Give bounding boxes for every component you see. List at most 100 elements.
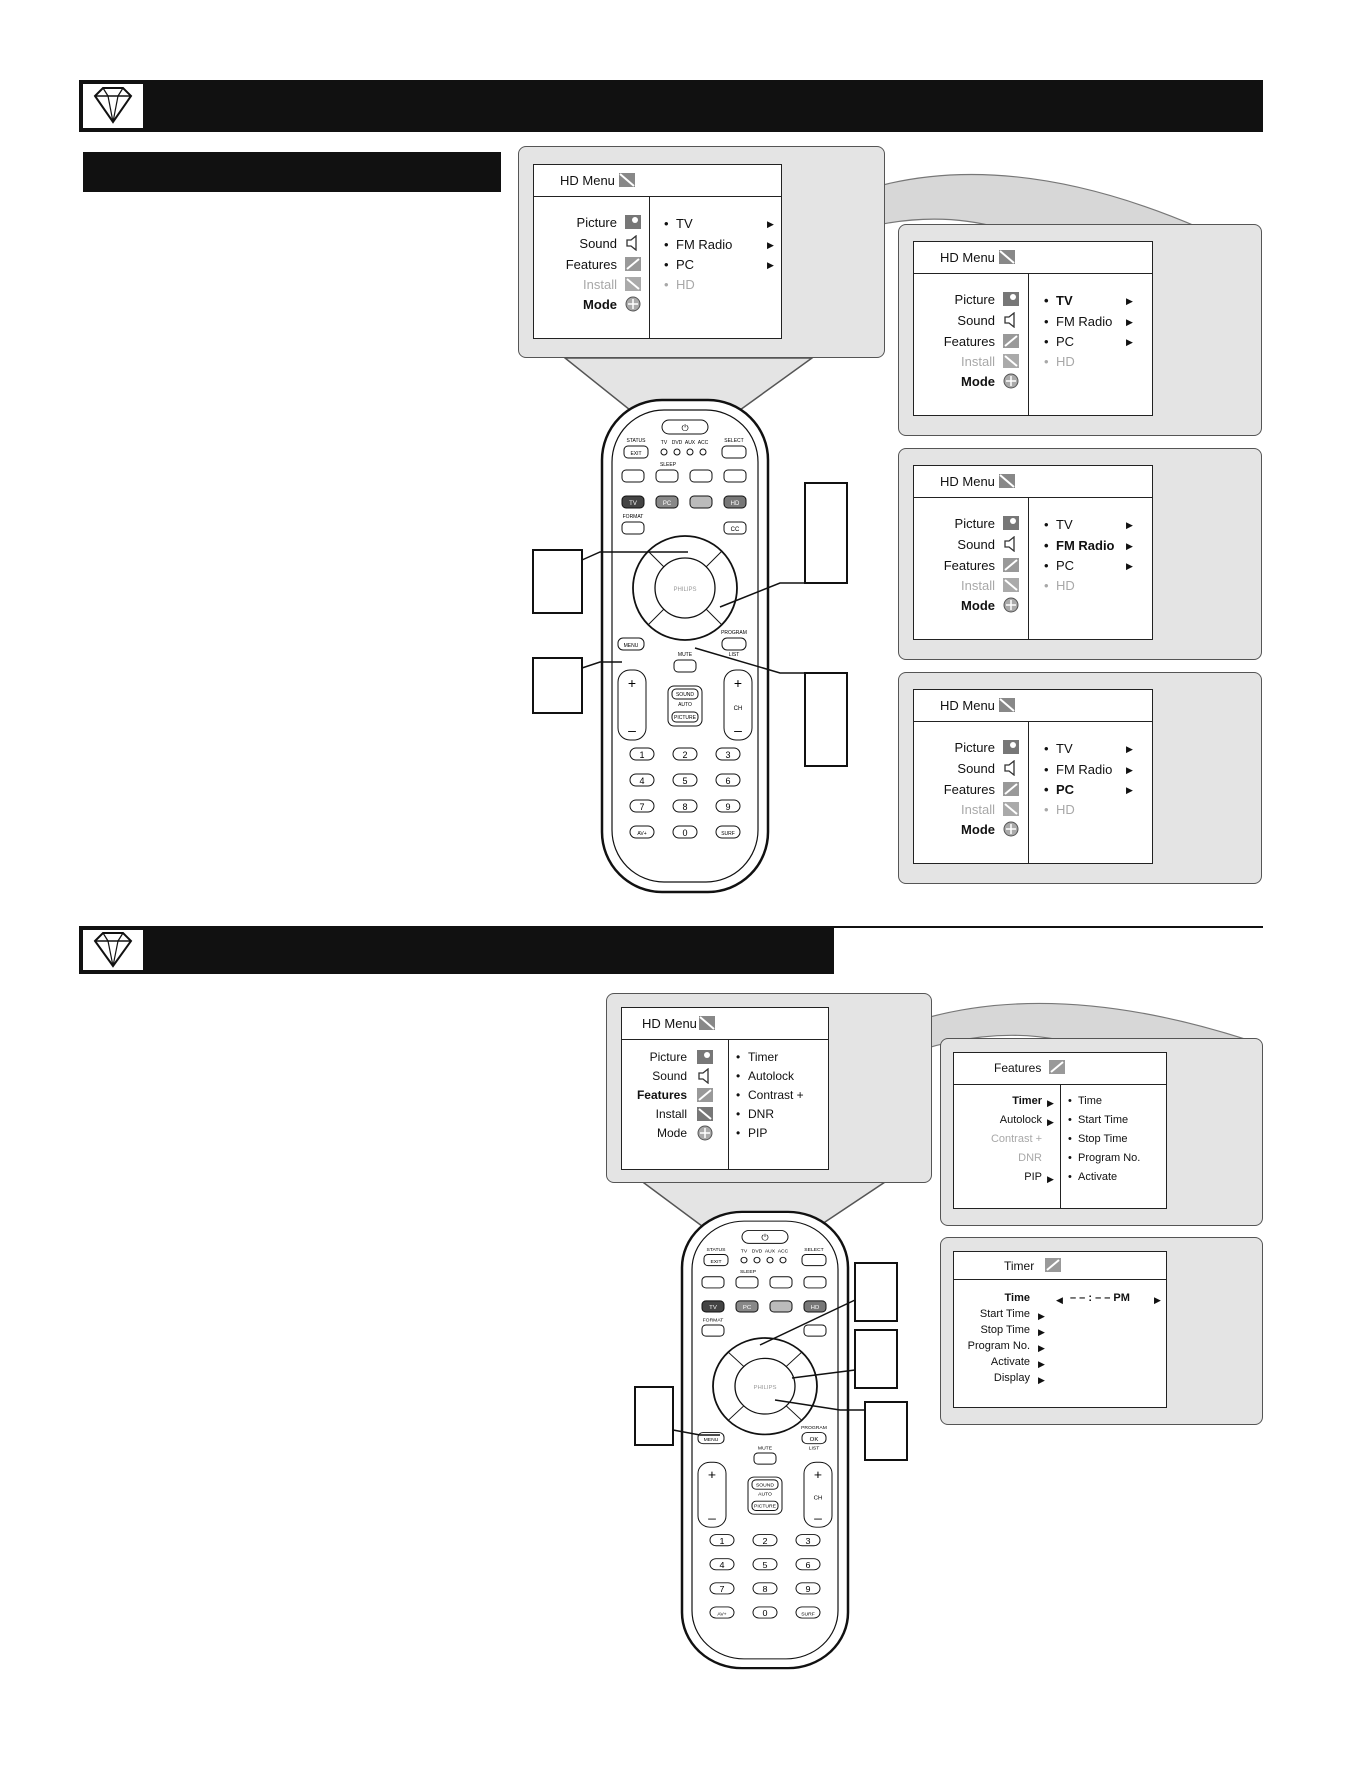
submenu-item-pip[interactable]: PIP (1024, 1171, 1042, 1183)
option-hd[interactable]: HD (676, 277, 695, 292)
option-bullet: • (1068, 1133, 1072, 1145)
option-time[interactable]: Time (1078, 1095, 1103, 1107)
option-pc[interactable]: PC (676, 257, 695, 272)
menu-item-features[interactable]: Features (565, 257, 617, 272)
timer-item-program-no[interactable]: Program No. (967, 1340, 1030, 1352)
arrow-right-icon: ▶ (1047, 1098, 1054, 1108)
option-bullet: • (1068, 1171, 1072, 1183)
svg-text:DVD: DVD (752, 1249, 763, 1255)
arrow-right-icon: ▶ (1126, 785, 1133, 795)
power-button[interactable] (741, 1229, 789, 1244)
mute-button[interactable] (673, 659, 697, 673)
channel-rocker[interactable] (803, 1461, 833, 1528)
option-hd[interactable]: HD (1056, 802, 1075, 817)
option-pc[interactable]: PC (1056, 558, 1075, 573)
menu-item-sound[interactable]: Sound (957, 537, 995, 552)
cc-button[interactable] (723, 521, 747, 535)
svg-text:2: 2 (682, 750, 687, 760)
exit-button[interactable] (703, 1254, 729, 1267)
option-hd[interactable]: HD (1056, 578, 1075, 593)
option-contrast-plus[interactable]: Contrast + (748, 1088, 804, 1102)
option-activate[interactable]: Activate (1078, 1171, 1118, 1183)
mute-button[interactable] (753, 1452, 777, 1465)
time-value[interactable]: – – : – – PM (1070, 1292, 1130, 1304)
features-icon (625, 257, 641, 271)
option-autolock[interactable]: Autolock (748, 1069, 795, 1083)
option-fm-radio[interactable]: FM Radio (1056, 538, 1115, 553)
option-tv[interactable]: TV (1056, 293, 1073, 308)
cc-button[interactable] (803, 1324, 827, 1337)
menu-item-sound[interactable]: Sound (957, 313, 995, 328)
submenu-item-timer[interactable]: Timer (1012, 1095, 1042, 1107)
mode-icon (1003, 373, 1019, 389)
hd-menu-features: HD Menu Picture Sound Features Install M… (621, 1007, 829, 1170)
exit-button[interactable] (623, 445, 649, 459)
submenu-item-dnr[interactable]: DNR (1018, 1152, 1042, 1164)
channel-rocker[interactable] (723, 669, 753, 741)
option-tv[interactable]: TV (676, 216, 693, 231)
timer-item-display[interactable]: Display (993, 1372, 1030, 1384)
option-pc[interactable]: PC (1056, 334, 1075, 349)
option-pc[interactable]: PC (1056, 782, 1075, 797)
menu-item-install[interactable]: Install (655, 1107, 687, 1121)
install-icon (1003, 802, 1019, 816)
ok-button[interactable] (801, 1432, 827, 1445)
install-icon (1003, 578, 1019, 592)
arrow-right-icon: ▶ (1047, 1174, 1054, 1184)
timer-item-time[interactable]: Time (1004, 1292, 1030, 1304)
menu-item-picture[interactable]: Picture (649, 1050, 687, 1064)
menu-button[interactable] (617, 637, 645, 651)
volume-rocker[interactable] (617, 669, 647, 741)
option-tv[interactable]: TV (1056, 517, 1073, 532)
menu-item-picture[interactable]: Picture (576, 215, 617, 230)
option-fm-radio[interactable]: FM Radio (676, 237, 733, 252)
option-fm-radio[interactable]: FM Radio (1056, 762, 1113, 777)
features-icon (697, 1088, 713, 1102)
menu-item-sound[interactable]: Sound (652, 1069, 687, 1083)
option-fm-radio[interactable]: FM Radio (1056, 314, 1113, 329)
menu-item-mode[interactable]: Mode (583, 297, 617, 312)
menu-item-mode[interactable]: Mode (961, 374, 995, 389)
power-button[interactable] (661, 419, 709, 435)
timer-item-stop-time[interactable]: Stop Time (980, 1324, 1030, 1336)
section-header-bar-2 (79, 926, 834, 974)
menu-item-mode[interactable]: Mode (961, 598, 995, 613)
menu-item-mode[interactable]: Mode (961, 822, 995, 837)
option-start-time[interactable]: Start Time (1078, 1114, 1129, 1126)
option-timer[interactable]: Timer (748, 1050, 779, 1064)
menu-item-install[interactable]: Install (961, 578, 995, 593)
option-bullet: • (664, 277, 669, 292)
option-tv[interactable]: TV (1056, 741, 1073, 756)
timer-item-start-time[interactable]: Start Time (979, 1308, 1030, 1320)
picture-icon (1003, 740, 1019, 754)
menu-item-install[interactable]: Install (961, 354, 995, 369)
select-button[interactable] (721, 445, 747, 459)
option-hd[interactable]: HD (1056, 354, 1075, 369)
menu-item-install[interactable]: Install (961, 802, 995, 817)
menu-item-install[interactable]: Install (583, 277, 617, 292)
timer-item-activate[interactable]: Activate (990, 1356, 1030, 1368)
submenu-item-contrast-plus[interactable]: Contrast + (990, 1133, 1042, 1145)
menu-item-picture[interactable]: Picture (954, 292, 995, 307)
menu-item-picture[interactable]: Picture (954, 516, 995, 531)
svg-text:2: 2 (762, 1536, 767, 1546)
menu-item-features[interactable]: Features (943, 782, 995, 797)
menu-item-features[interactable]: Features (943, 558, 995, 573)
volume-rocker[interactable] (697, 1461, 727, 1528)
option-dnr[interactable]: DNR (748, 1107, 774, 1121)
menu-item-features[interactable]: Features (636, 1088, 687, 1102)
select-button[interactable] (801, 1254, 827, 1267)
menu-item-mode[interactable]: Mode (656, 1126, 687, 1140)
submenu-item-autolock[interactable]: Autolock (999, 1114, 1042, 1126)
ok-button[interactable] (721, 637, 747, 651)
menu-item-sound[interactable]: Sound (579, 236, 617, 251)
svg-text:SURF: SURF (801, 1611, 815, 1617)
menu-item-features[interactable]: Features (943, 334, 995, 349)
menu-item-sound[interactable]: Sound (957, 761, 995, 776)
option-stop-time[interactable]: Stop Time (1078, 1133, 1128, 1145)
menu-title: HD Menu (940, 698, 995, 713)
option-pip[interactable]: PIP (748, 1126, 768, 1140)
svg-text:+: + (814, 1467, 822, 1481)
menu-item-picture[interactable]: Picture (954, 740, 995, 755)
option-program-no[interactable]: Program No. (1078, 1152, 1141, 1164)
